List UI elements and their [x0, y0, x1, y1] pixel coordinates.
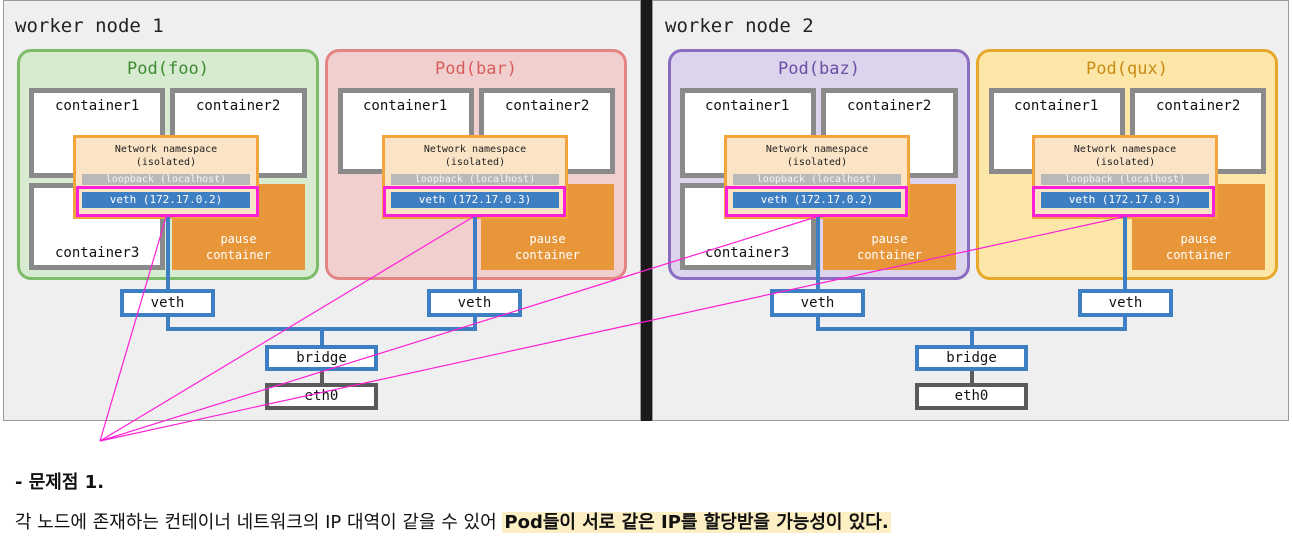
pause-label: pause container	[1165, 232, 1232, 262]
outer-veth-box: veth	[427, 289, 522, 317]
veth-ip-label: veth (172.17.0.3)	[391, 192, 559, 208]
namespace-label: Network namespace (isolated)	[423, 144, 527, 168]
wire	[970, 331, 974, 345]
pod-title: Pod(foo)	[127, 59, 209, 79]
bridge-box: bridge	[265, 345, 378, 371]
wire	[166, 317, 170, 331]
veth-highlight-box	[383, 186, 566, 217]
container3-label: container3	[705, 245, 790, 261]
wire	[473, 217, 477, 289]
problem-text: 각 노드에 존재하는 컨테이너 네트워크의 IP 대역이 같을 수 있어 Pod…	[15, 508, 891, 534]
container1-label: container1	[55, 98, 140, 114]
wire	[320, 331, 324, 345]
namespace-label: Network namespace (isolated)	[114, 144, 218, 168]
wire	[970, 371, 974, 383]
problem-title: - 문제점 1.	[15, 472, 105, 493]
pause-label: pause container	[856, 232, 923, 262]
container1-label: container1	[363, 98, 448, 114]
problem-text-plain: 각 노드에 존재하는 컨테이너 네트워크의 IP 대역이 같을 수 있어	[15, 512, 503, 533]
container2-label: container2	[505, 98, 590, 114]
veth-highlight-box	[76, 186, 259, 217]
wire	[1123, 217, 1127, 289]
loopback-label: loopback (localhost)	[391, 174, 559, 185]
loopback-label: loopback (localhost)	[733, 174, 901, 185]
node-divider	[641, 0, 652, 421]
network-namespace: Network namespace (isolated) loopback (l…	[724, 135, 910, 219]
eth0-box: eth0	[265, 383, 378, 410]
veth-ip-label: veth (172.17.0.3)	[1041, 192, 1209, 208]
wire	[166, 217, 170, 289]
wire	[816, 217, 820, 289]
pod-title: Pod(baz)	[778, 59, 860, 79]
container2-label: container2	[1156, 98, 1241, 114]
veth-highlight-box	[725, 186, 908, 217]
container3-label: container3	[55, 245, 140, 261]
outer-veth-box: veth	[770, 289, 865, 317]
wire	[1123, 317, 1127, 331]
veth-ip-label: veth (172.17.0.2)	[733, 192, 901, 208]
namespace-label: Network namespace (isolated)	[1073, 144, 1177, 168]
network-namespace: Network namespace (isolated) loopback (l…	[1032, 135, 1218, 219]
container1-label: container1	[1014, 98, 1099, 114]
veth-highlight-box	[1032, 186, 1215, 217]
network-namespace: Network namespace (isolated) loopback (l…	[73, 135, 259, 219]
namespace-label: Network namespace (isolated)	[765, 144, 869, 168]
problem-text-highlight: Pod들이 서로 같은 IP를 할당받을 가능성이 있다.	[502, 512, 891, 533]
pause-label: pause container	[205, 232, 272, 262]
pointer-line	[99, 216, 167, 442]
veth-ip-label: veth (172.17.0.2)	[82, 192, 250, 208]
outer-veth-box: veth	[1078, 289, 1173, 317]
wire	[166, 327, 477, 331]
pause-label: pause container	[514, 232, 581, 262]
network-namespace: Network namespace (isolated) loopback (l…	[382, 135, 568, 219]
worker-node-1-title: worker node 1	[15, 15, 164, 37]
pointer-line	[99, 216, 474, 442]
pointer-line	[99, 216, 1124, 442]
loopback-label: loopback (localhost)	[82, 174, 250, 185]
wire	[320, 371, 324, 383]
wire	[816, 327, 1127, 331]
container2-label: container2	[196, 98, 281, 114]
eth0-box: eth0	[915, 383, 1028, 410]
pointer-line	[99, 216, 817, 442]
worker-node-2-title: worker node 2	[665, 15, 814, 37]
container1-label: container1	[705, 98, 790, 114]
container2-label: container2	[847, 98, 932, 114]
bridge-box: bridge	[915, 345, 1028, 371]
loopback-label: loopback (localhost)	[1041, 174, 1209, 185]
wire	[816, 317, 820, 331]
outer-veth-box: veth	[120, 289, 215, 317]
pod-title: Pod(bar)	[435, 59, 517, 79]
pod-title: Pod(qux)	[1086, 59, 1168, 79]
